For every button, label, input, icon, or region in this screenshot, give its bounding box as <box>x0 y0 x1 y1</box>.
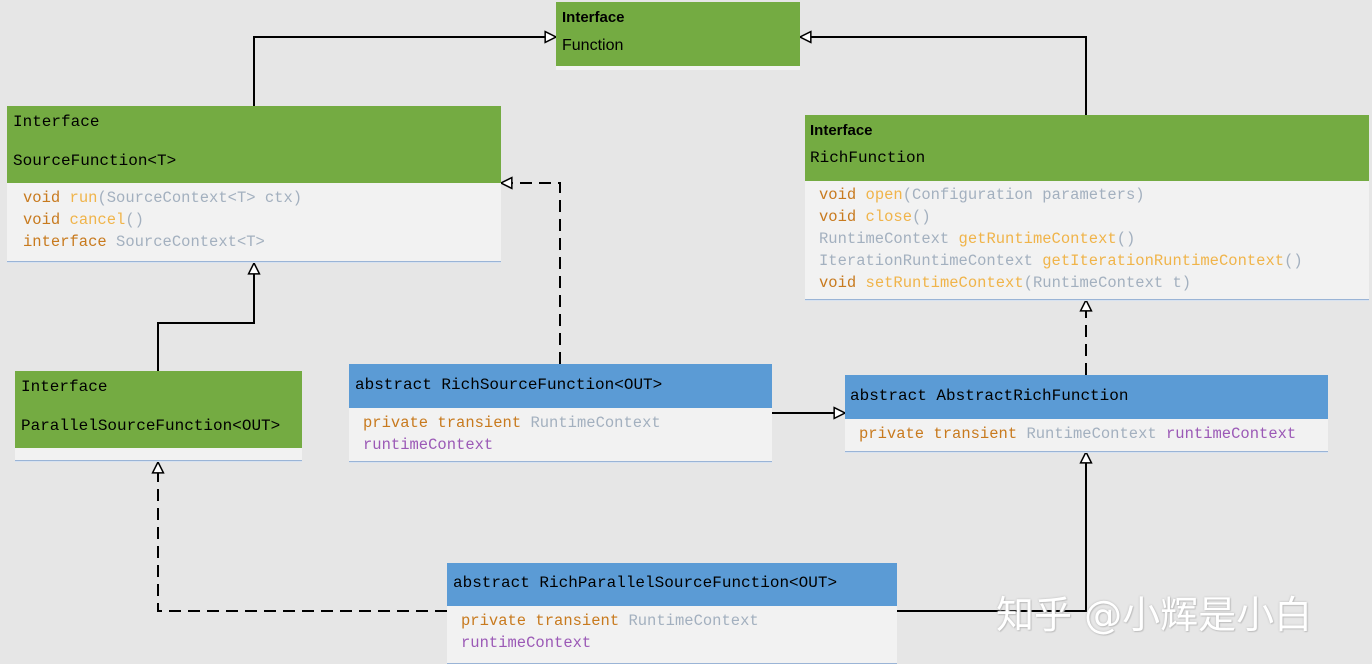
function-header: Interface Function <box>556 2 800 70</box>
abstractrichfunction-name: abstract AbstractRichFunction <box>850 387 1129 405</box>
richparallelsourcefunction-fields: private transient RuntimeContext runtime… <box>447 606 897 664</box>
realize-richsource-sourcefunction <box>501 183 561 364</box>
sourcefunction-interface-box: Interface SourceFunction<T> void run(Sou… <box>7 106 501 262</box>
parallelsourcefunction-stereotype: Interface <box>21 378 108 396</box>
member-getiterationruntimecontext: IterationRuntimeContext getIterationRunt… <box>819 252 1303 270</box>
parallelsourcefunction-members <box>15 448 302 461</box>
abstractrichfunction-fields: private transient RuntimeContext runtime… <box>845 419 1328 452</box>
inherit-richfunction-function <box>800 37 1087 115</box>
parallelsourcefunction-interface-box: Interface ParallelSourceFunction<OUT> <box>15 371 302 461</box>
field-runtimecontext: runtimeContext <box>461 634 592 652</box>
richfunction-stereotype: Interface <box>810 122 873 139</box>
function-interface-box: Interface Function <box>556 2 800 70</box>
abstractrichfunction-class-box: abstract AbstractRichFunction private tr… <box>845 375 1328 452</box>
richfunction-header: Interface RichFunction <box>805 115 1369 181</box>
field-runtimecontext: runtimeContext <box>363 436 494 454</box>
richfunction-name: RichFunction <box>810 149 926 167</box>
abstractrichfunction-header: abstract AbstractRichFunction <box>845 375 1328 419</box>
richfunction-members: void open(Configuration parameters) void… <box>805 181 1369 300</box>
member-sourcecontext: interface SourceContext<T> <box>23 233 265 251</box>
inherit-parallel-sourcefunction <box>157 263 254 371</box>
richparallelsourcefunction-name: abstract RichParallelSourceFunction<OUT> <box>453 574 838 592</box>
function-name: Function <box>562 37 624 54</box>
member-run: void run(SourceContext<T> ctx) <box>23 189 303 207</box>
parallelsourcefunction-header: Interface ParallelSourceFunction<OUT> <box>15 371 302 448</box>
member-cancel: void cancel() <box>23 211 144 229</box>
field-decl: private transient RuntimeContext <box>461 612 759 630</box>
watermark: 知乎 @小辉是小白 <box>996 593 1313 637</box>
field-decl: private transient RuntimeContext runtime… <box>859 425 1297 443</box>
inherit-sourcefunction-function <box>253 37 556 106</box>
richsourcefunction-name: abstract RichSourceFunction<OUT> <box>355 376 663 394</box>
richsourcefunction-fields: private transient RuntimeContext runtime… <box>349 408 772 462</box>
member-open: void open(Configuration parameters) <box>819 186 1145 204</box>
sourcefunction-members: void run(SourceContext<T> ctx) void canc… <box>7 183 501 262</box>
richfunction-interface-box: Interface RichFunction void open(Configu… <box>805 115 1369 300</box>
function-stereotype: Interface <box>562 9 625 26</box>
member-getruntimecontext: RuntimeContext getRuntimeContext() <box>819 230 1136 248</box>
field-decl: private transient RuntimeContext <box>363 414 661 432</box>
realize-richparallel-parallel <box>158 462 447 612</box>
sourcefunction-header: Interface SourceFunction<T> <box>7 106 501 183</box>
member-setruntimecontext: void setRuntimeContext(RuntimeContext t) <box>819 274 1192 292</box>
richsourcefunction-class-box: abstract RichSourceFunction<OUT> private… <box>349 364 772 462</box>
inherit-richparallel-abstractrich <box>897 452 1086 612</box>
sourcefunction-name: SourceFunction<T> <box>13 152 177 170</box>
sourcefunction-stereotype: Interface <box>13 113 100 131</box>
richparallelsourcefunction-header: abstract RichParallelSourceFunction<OUT> <box>447 563 897 606</box>
richsourcefunction-header: abstract RichSourceFunction<OUT> <box>349 364 772 408</box>
richparallelsourcefunction-class-box: abstract RichParallelSourceFunction<OUT>… <box>447 563 897 664</box>
member-close: void close() <box>819 208 931 226</box>
parallelsourcefunction-name: ParallelSourceFunction<OUT> <box>21 417 281 435</box>
